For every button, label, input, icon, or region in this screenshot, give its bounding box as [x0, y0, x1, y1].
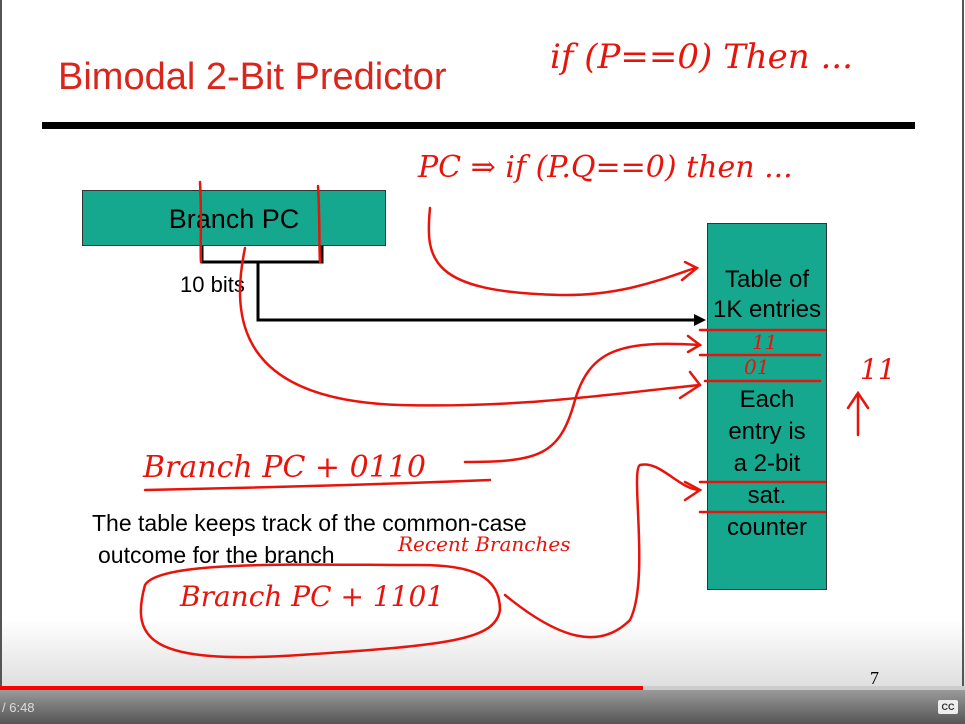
annotation-entry-01: 01 — [744, 355, 770, 379]
annotation-top-code: if (P==0) Then ... — [550, 37, 853, 77]
annotation-entry-11: 11 — [752, 330, 778, 354]
table-line: entry is — [728, 418, 806, 445]
captions-button[interactable]: CC — [938, 700, 958, 714]
annotation-pc-code: PC ⇒ if (P.Q==0) then ... — [418, 150, 793, 185]
slide: Bimodal 2-Bit Predictor Branch PC 10 bit… — [0, 0, 965, 690]
player-controls — [0, 690, 965, 724]
table-line: Table of — [724, 266, 810, 293]
predictor-table: Table of 1K entries Each entry is a 2-bi… — [707, 223, 827, 590]
time-display: / 6:48 — [2, 700, 35, 715]
annotation-recent-branches: Recent Branches — [398, 532, 571, 556]
table-line: 1K entries — [712, 296, 822, 323]
table-line: counter — [726, 514, 808, 541]
page-number: 7 — [870, 668, 879, 688]
slide-diagram-lines — [139, 180, 870, 659]
slide-edge — [962, 0, 964, 690]
progress-bar[interactable] — [0, 686, 965, 690]
progress-fill — [0, 686, 643, 690]
table-line: Each — [739, 386, 795, 413]
caption-line: The table keeps track of the common-case — [92, 510, 527, 536]
slide-title: Bimodal 2-Bit Predictor — [58, 56, 447, 98]
slide-edge — [0, 0, 2, 690]
annotation-branch-pc-1101: Branch PC + 1101 — [180, 580, 445, 613]
branch-pc-box: Branch PC — [82, 190, 386, 246]
annotation-branch-pc-0110: Branch PC + 0110 — [143, 450, 426, 485]
table-line: a 2-bit — [733, 450, 801, 477]
annotation-side-11: 11 — [860, 353, 896, 386]
title-rule — [42, 122, 915, 129]
table-line: sat. — [747, 482, 787, 509]
bits-label: 10 bits — [180, 272, 245, 297]
